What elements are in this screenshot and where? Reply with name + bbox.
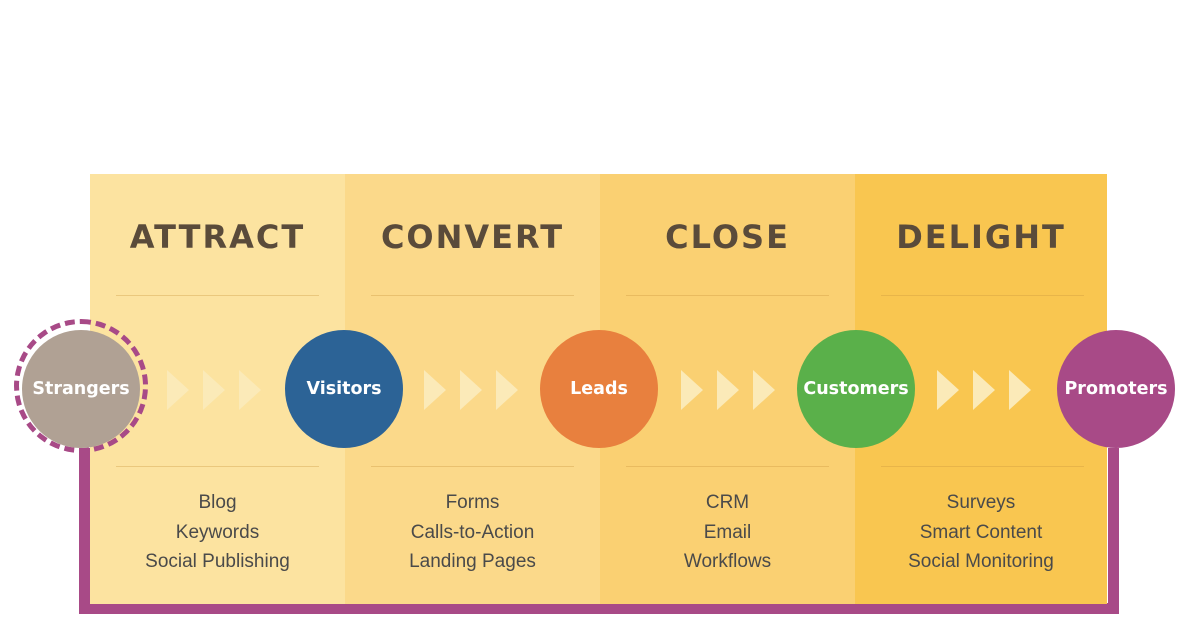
chevron-right-icon xyxy=(973,370,995,410)
chevron-right-icon xyxy=(717,370,739,410)
node-label: Customers xyxy=(803,379,909,399)
tool-item: Workflows xyxy=(683,551,772,572)
divider xyxy=(371,295,574,296)
loop-line-bottom xyxy=(79,603,1119,614)
chevron-right-icon xyxy=(937,370,959,410)
tool-item: Keywords xyxy=(175,521,260,543)
chevron-right-icon xyxy=(1009,370,1031,410)
divider xyxy=(626,295,829,296)
tool-item: Social Monitoring xyxy=(908,551,1054,572)
stage-tools: CRM Email Workflows xyxy=(600,488,855,577)
chevron-right-icon xyxy=(460,370,482,410)
stage-tools: Forms Calls-to-Action Landing Pages xyxy=(345,488,600,577)
divider xyxy=(881,295,1084,296)
node-label: Strangers xyxy=(32,379,130,399)
loop-line-right xyxy=(1108,448,1119,614)
tool-item: Landing Pages xyxy=(409,551,536,572)
tool-item: Forms xyxy=(445,492,500,513)
dashed-ring xyxy=(14,319,148,453)
chevron-right-icon xyxy=(239,370,261,410)
chevron-right-icon xyxy=(424,370,446,410)
divider xyxy=(626,466,829,467)
node-promoters: Promoters xyxy=(1057,330,1175,448)
node-visitors: Visitors xyxy=(285,330,403,448)
chevron-right-icon xyxy=(167,370,189,410)
node-label: Leads xyxy=(570,379,628,399)
node-customers: Customers xyxy=(797,330,915,448)
chevron-right-icon xyxy=(753,370,775,410)
stage-title: CONVERT xyxy=(380,218,565,256)
loop-line-left xyxy=(79,448,90,614)
stage-title: ATTRACT xyxy=(129,218,306,256)
divider xyxy=(116,295,319,296)
stage-title: CLOSE xyxy=(665,218,790,256)
chevron-right-icon xyxy=(203,370,225,410)
tool-item: Blog xyxy=(198,492,237,513)
tool-item: Email xyxy=(703,521,752,543)
stage-title: DELIGHT xyxy=(896,218,1066,256)
divider xyxy=(116,466,319,467)
node-strangers: Strangers xyxy=(22,330,140,448)
tool-item: Calls-to-Action xyxy=(410,521,535,543)
node-leads: Leads xyxy=(540,330,658,448)
stage-tools: Surveys Smart Content Social Monitoring xyxy=(855,488,1107,577)
chevron-right-icon xyxy=(496,370,518,410)
stage-tools: Blog Keywords Social Publishing xyxy=(90,488,345,577)
node-label: Visitors xyxy=(306,379,382,399)
chevron-right-icon xyxy=(681,370,703,410)
tool-item: Social Publishing xyxy=(145,551,290,572)
tool-item: Smart Content xyxy=(919,521,1043,543)
divider xyxy=(881,466,1084,467)
divider xyxy=(371,466,574,467)
tool-item: CRM xyxy=(705,492,750,513)
node-label: Promoters xyxy=(1064,379,1168,399)
tool-item: Surveys xyxy=(946,492,1016,513)
